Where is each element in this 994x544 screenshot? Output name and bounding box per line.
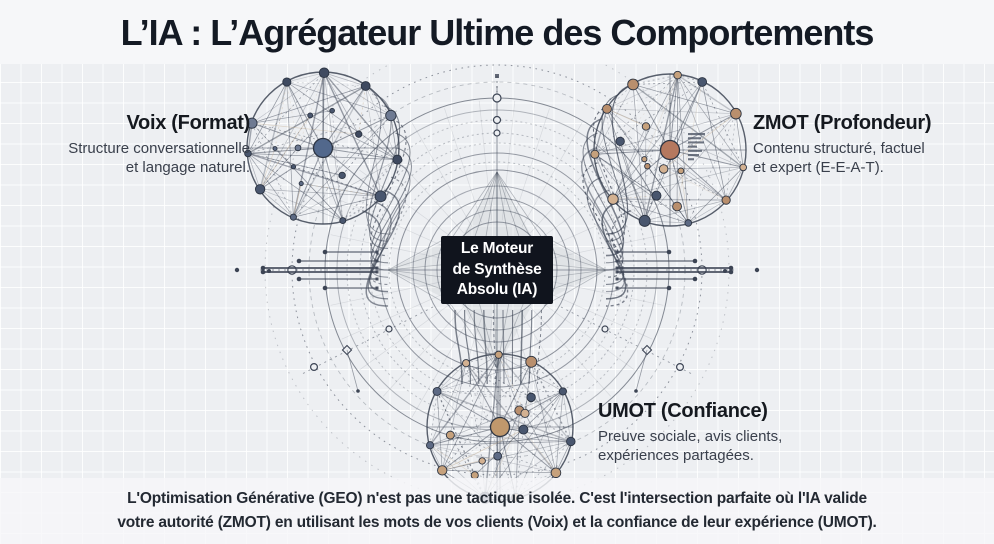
content-lines-icon <box>688 145 697 148</box>
umot-desc-line1: Preuve sociale, avis clients, <box>598 428 783 445</box>
zmot-desc-line1: Contenu structuré, factuel <box>753 140 925 157</box>
voix-title: Voix (Format) <box>126 112 250 134</box>
page-title: L’IA : L’Agrégateur Ultime des Comportem… <box>120 12 875 53</box>
content-lines-icon <box>688 158 694 161</box>
content-lines-icon <box>688 137 701 140</box>
zmot-desc-line2: et expert (E-E-A-T). <box>753 159 884 177</box>
footer-line1: L'Optimisation Générative (GEO) n'est pa… <box>127 489 867 507</box>
engine-box-line3: Absolu (IA) <box>456 281 538 299</box>
zmot-title: ZMOT (Profondeur) <box>753 112 932 134</box>
footer-line2: votre autorité (ZMOT) en utilisant les m… <box>117 514 877 531</box>
engine-box-line1: Le Moteur <box>460 240 534 258</box>
synthesis-engine-box: Le Moteur de Synthèse Absolu (IA) <box>441 236 553 304</box>
content-lines-icon <box>688 133 705 136</box>
cluster-zmot <box>590 70 747 227</box>
umot-title: UMOT (Confiance) <box>598 400 768 422</box>
umot-desc-line2: expériences partagées. <box>598 447 754 465</box>
footer: L'Optimisation Générative (GEO) n'est pa… <box>0 478 994 544</box>
engine-box-line2: de Synthèse <box>452 260 542 278</box>
voix-desc-line1: Structure conversationnelle <box>68 140 250 157</box>
guide-lines <box>234 249 760 393</box>
content-lines-icon <box>688 149 702 152</box>
mandala <box>324 74 670 500</box>
header: L’IA : L’Agrégateur Ultime des Comportem… <box>0 0 994 64</box>
voix-desc-line2: et langage naturel. <box>125 159 250 177</box>
zmot-label-block: ZMOT (Profondeur) Contenu structuré, fac… <box>753 112 983 177</box>
content-lines-icon <box>688 141 704 144</box>
voix-label-block: Voix (Format) Structure conversationnell… <box>20 112 250 177</box>
clusters <box>244 67 747 504</box>
umot-label-block: UMOT (Confiance) Preuve sociale, avis cl… <box>598 400 838 465</box>
cluster-voix <box>244 67 403 225</box>
content-lines-icon <box>688 154 699 157</box>
